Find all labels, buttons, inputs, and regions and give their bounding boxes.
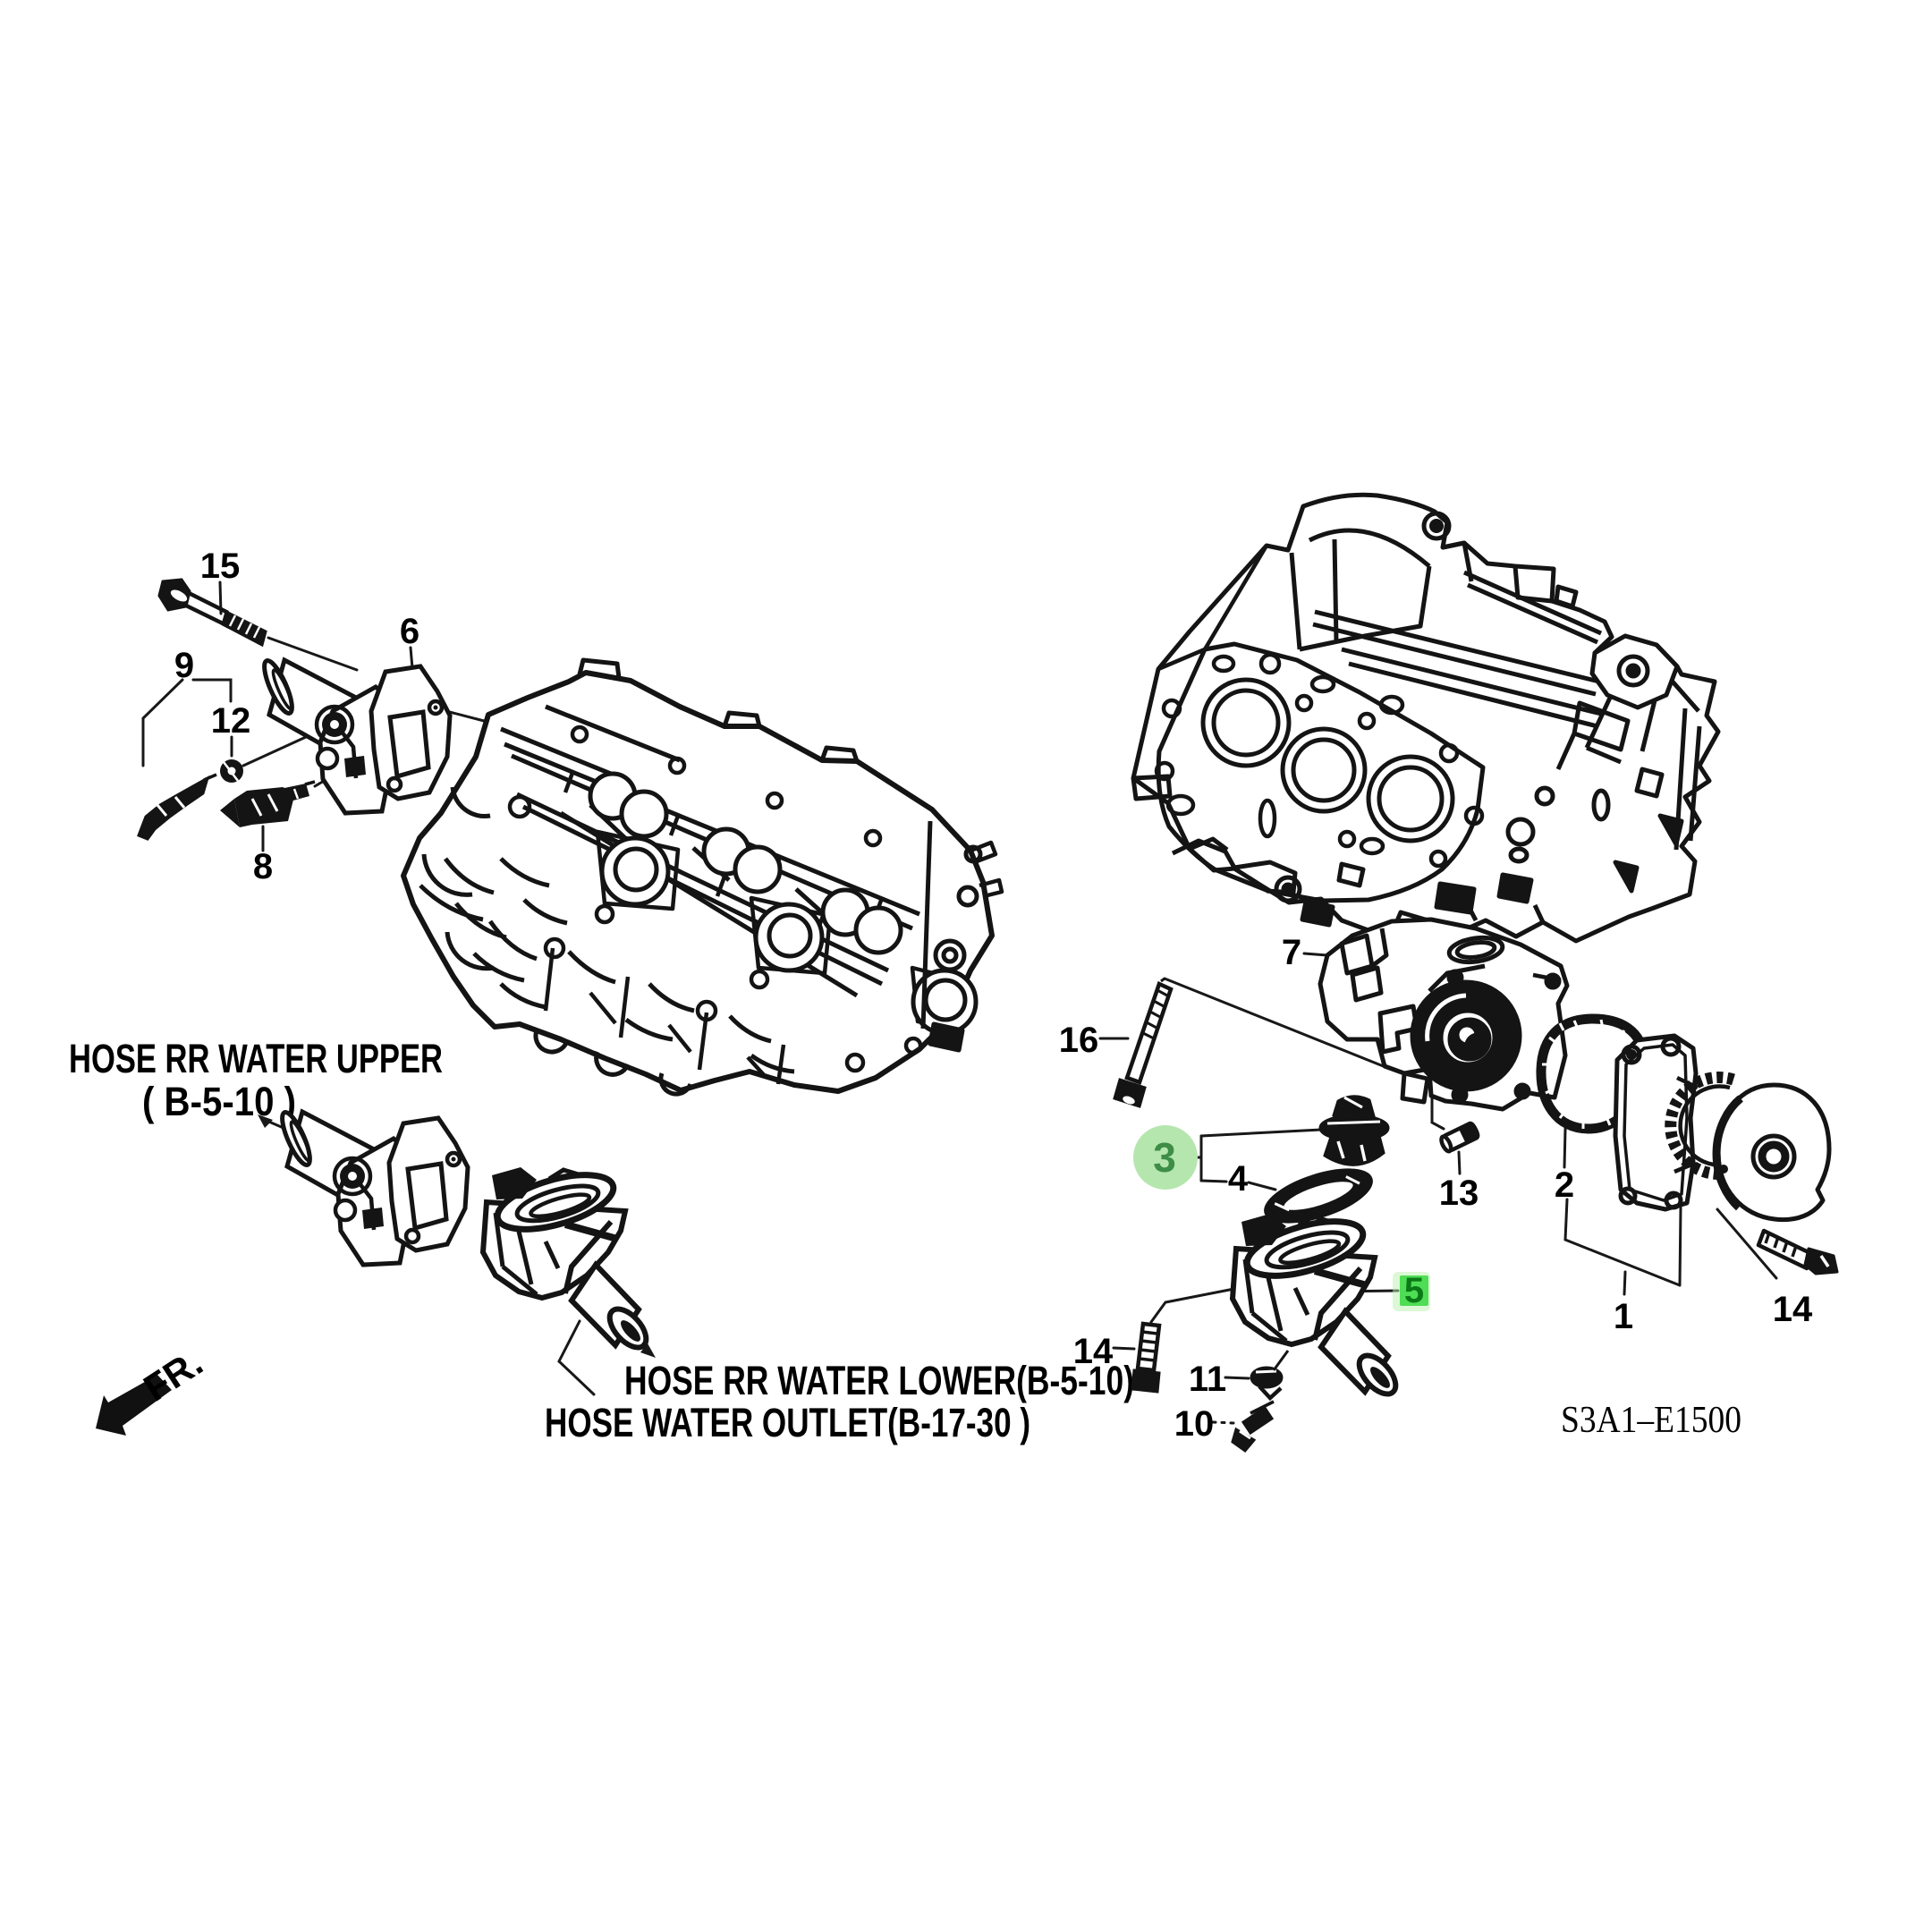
svg-text:4: 4 [1228,1159,1249,1199]
svg-text:HOSE RR WATER LOWER(B-5-10): HOSE RR WATER LOWER(B-5-10) [624,1358,1134,1403]
svg-text:8: 8 [253,847,273,886]
svg-text:9: 9 [174,646,194,685]
svg-text:HOSE RR WATER UPPER: HOSE RR WATER UPPER [69,1036,443,1081]
svg-text:10: 10 [1174,1404,1215,1444]
svg-text:3: 3 [1153,1134,1176,1181]
svg-text:14: 14 [1773,1290,1813,1329]
svg-text:6: 6 [400,612,419,651]
svg-text:12: 12 [211,701,251,741]
svg-text:14: 14 [1073,1332,1114,1371]
svg-text:5: 5 [1404,1271,1424,1310]
svg-text:11: 11 [1189,1360,1226,1399]
svg-text:15: 15 [200,547,241,586]
svg-text:( B-5-10 ): ( B-5-10 ) [142,1079,296,1124]
svg-text:HOSE WATER OUTLET(B-17-30 ): HOSE WATER OUTLET(B-17-30 ) [545,1400,1030,1445]
svg-text:S3A1–E1500: S3A1–E1500 [1561,1400,1741,1441]
svg-text:1: 1 [1614,1297,1633,1336]
svg-text:13: 13 [1439,1174,1479,1213]
svg-text:16: 16 [1059,1021,1099,1060]
svg-text:2: 2 [1555,1165,1574,1205]
svg-text:7: 7 [1282,933,1301,972]
